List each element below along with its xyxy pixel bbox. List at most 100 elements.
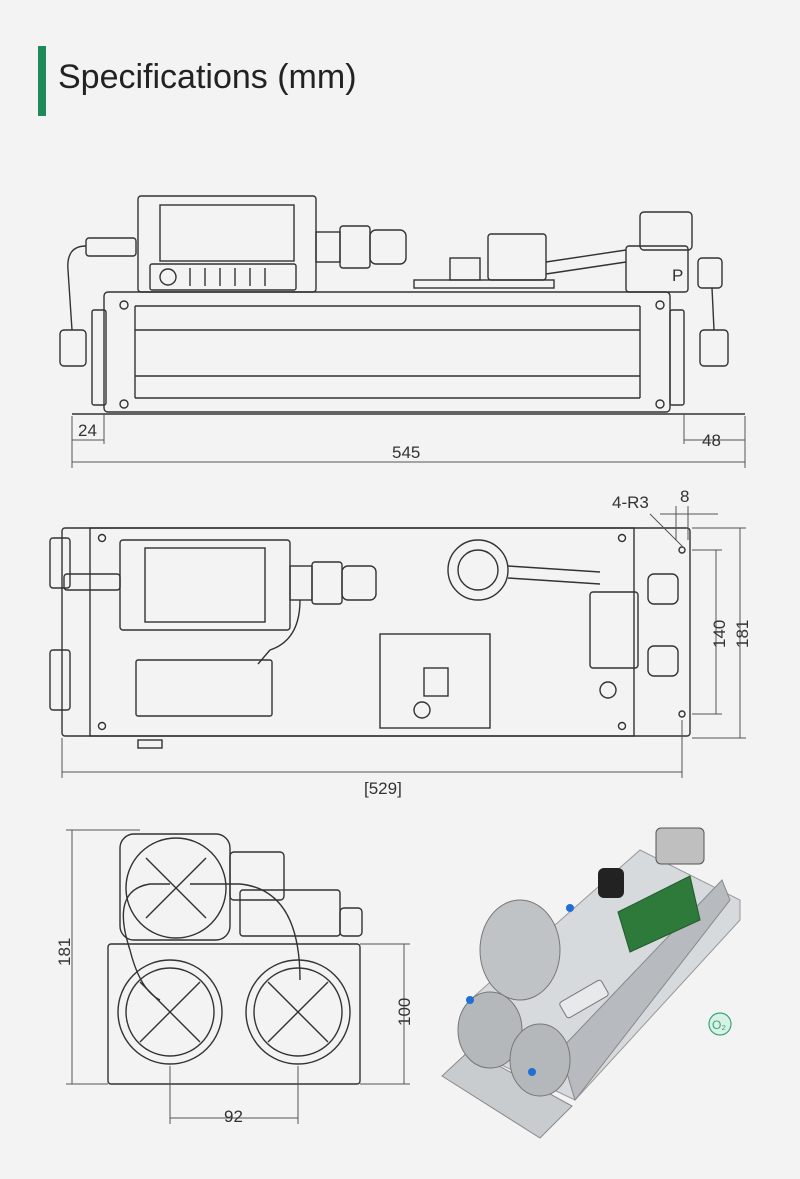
left-fitting [85,237,137,257]
buzzer-disc [447,539,509,601]
left-elbow [59,329,87,367]
photo-filter-left [457,991,523,1069]
photo-buzzer [598,868,624,898]
dim-right-offset: 48 [702,431,721,450]
title-accent-bar [38,46,46,116]
top-view [49,527,691,749]
screw [655,399,665,409]
end-tube [129,949,161,1001]
o2-badge-icon [708,1012,732,1036]
pcb-component [487,233,547,281]
buzzer-tube [507,565,601,573]
top-filter-disc [125,837,227,939]
dim-body-height: 100 [395,998,414,1026]
end-body [107,943,361,1085]
end-fitting [339,907,363,937]
bottom-filter-left [117,959,223,1065]
valve-tube [545,249,627,263]
pcb-board [413,279,555,289]
top-view-dimensions [61,506,746,778]
bottom-filter-right [245,959,351,1065]
photo-compressor-cylinder [479,899,561,1001]
bottom-filter-left-inner [125,967,215,1057]
top-cylinder-inner [144,547,266,623]
right-elbow [647,573,679,605]
mount-hole [678,546,686,554]
photo-flow-meter [559,979,609,1019]
end-block [239,889,341,937]
page-title: Specifications (mm) [58,58,357,96]
screw [655,300,665,310]
filter-cross [267,981,329,1043]
left-elbow [49,537,71,589]
dim-hole-offset: 8 [680,487,689,506]
photo-pcb [617,875,701,953]
screw [617,533,627,543]
valve-port [599,681,617,699]
pcb-chip [423,667,449,697]
side-view [59,195,745,415]
flow-knob [159,268,177,286]
top-main-body [89,527,635,737]
top-base-plate [61,527,691,737]
dim-left-offset: 24 [78,421,97,440]
dim-length-ref: [529] [364,779,402,798]
side-cylinder-window [159,204,295,262]
dim-outer-width: 181 [733,620,752,648]
right-elbow [647,645,679,677]
side-main-body [103,291,671,413]
right-elbow [697,257,723,289]
fitting [289,565,313,601]
photo-blue-fitting [466,996,474,1004]
fitting-nut [339,225,371,269]
side-cylinder [137,195,317,293]
photo-base-plate [441,1049,573,1139]
screw [97,533,107,543]
screw [119,399,129,409]
buzzer-tube [507,577,601,585]
left-end-cap [91,309,107,406]
fitting-cap [369,229,407,265]
right-end-cap [669,309,685,406]
valve-body [625,245,689,293]
leader-line [649,513,685,549]
filter-cross [145,857,207,919]
end-view-dimensions [66,829,410,1124]
dim-height: 181 [55,938,74,966]
side-view-dimensions [71,414,746,468]
photo-valve [655,827,705,865]
mount-hole [678,710,686,718]
left-fitting [63,573,121,591]
dim-filter-spacing: 92 [224,1107,243,1126]
photo-blue-fitting [528,1068,536,1076]
filter-cross [139,981,201,1043]
photo-blue-fitting [566,904,574,912]
dim-total-length: 545 [392,443,420,462]
end-tube [122,883,170,951]
mount-hole-label: 4-R3 [612,493,649,512]
right-elbow-lower [699,329,729,367]
product-photo [441,827,741,1139]
solenoid-valve [639,211,693,251]
top-tube [257,599,301,665]
dim-inner-width: 140 [710,620,729,648]
fitting-cap [341,565,377,601]
bottom-filter-right-inner [253,967,343,1057]
pcb-component [449,257,481,281]
fitting [315,231,341,263]
valve-tube [545,261,627,275]
top-pcb [379,633,491,729]
screw [97,721,107,731]
fitting-nut [311,561,343,605]
left-tube [67,245,87,331]
screw [119,300,129,310]
o2-badge-label: O₂ [712,1018,726,1032]
right-tube [711,287,715,331]
end-valve [229,851,285,901]
photo-aluminium-body [559,879,731,1102]
gauge-label: P [672,266,683,285]
buzzer-inner [457,549,499,591]
left-elbow [49,649,71,711]
screw [617,721,627,731]
